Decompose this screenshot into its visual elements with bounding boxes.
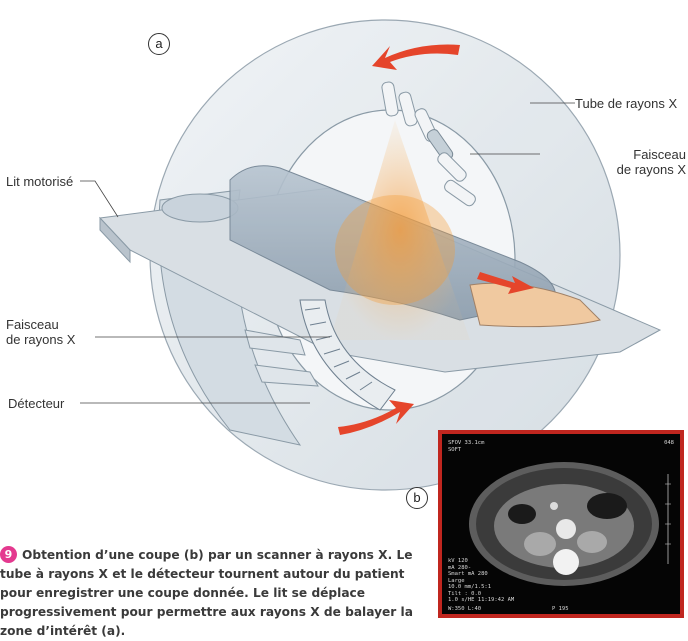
ct-text-bottom-left-2: W:350 L:40 (448, 606, 481, 613)
label-faisceau-left: Faisceau de rayons X (6, 317, 75, 347)
ct-text-bottom-center: P 195 (552, 606, 569, 613)
label-tube-rayons-x: Tube de rayons X (575, 96, 677, 111)
label-faisceau-right: Faisceau de rayons X (590, 147, 686, 177)
label-faisceau-left-line2: de rayons X (6, 332, 75, 347)
figure-caption-text: Obtention d’une coupe (b) par un scanner… (0, 548, 413, 638)
ct-text-bottom-left: kV 120 mA 280- Smart mA 280 Large 10.0 m… (448, 558, 514, 604)
label-a: a (148, 33, 170, 55)
ct-screen: SFOV 33.1cm SOFT 048 kV 120 mA 280- Smar… (442, 434, 680, 614)
label-faisceau-left-line1: Faisceau (6, 317, 75, 332)
label-b: b (406, 487, 428, 509)
ct-text-top-left: SFOV 33.1cm SOFT (448, 440, 484, 453)
label-faisceau-right-line2: de rayons X (590, 162, 686, 177)
ct-slice-image: SFOV 33.1cm SOFT 048 kV 120 mA 280- Smar… (438, 430, 684, 618)
label-faisceau-right-line1: Faisceau (590, 147, 686, 162)
label-detecteur: Détecteur (8, 396, 64, 411)
label-lit-motorise: Lit motorisé (6, 174, 73, 189)
ct-text-top-right: 048 (664, 440, 674, 447)
figure-number-badge: 9 (0, 546, 17, 563)
